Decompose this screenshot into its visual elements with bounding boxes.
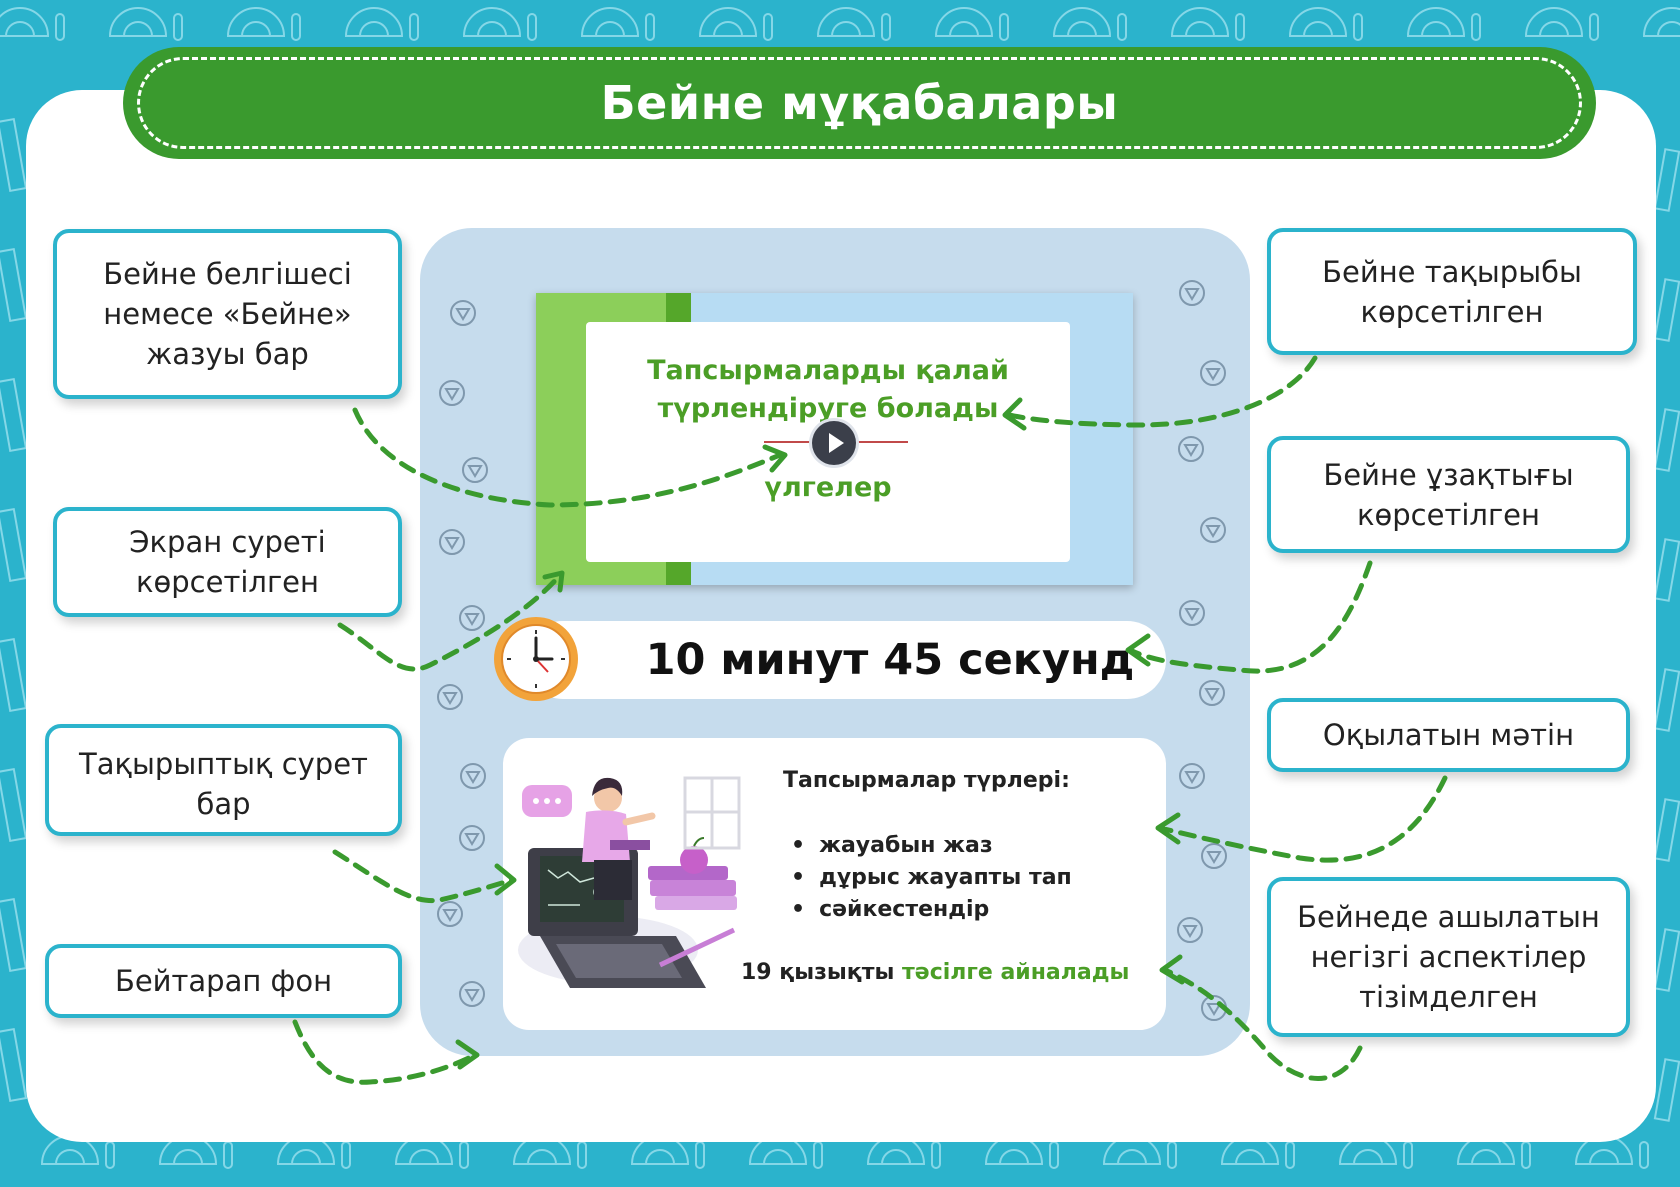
play-outline-triangle [1206, 1003, 1222, 1016]
play-outline-triangle [442, 909, 458, 922]
play-outline-triangle [464, 613, 480, 626]
play-outline-icon [1200, 360, 1226, 386]
play-outline-icon [439, 529, 465, 555]
arrow-readable-text [1157, 775, 1448, 863]
play-outline-triangle [464, 989, 480, 1002]
play-outline-triangle [465, 771, 481, 784]
label-thematic-image: Тақырыптық сурет бар [45, 724, 402, 836]
play-outline-icon [459, 605, 485, 631]
duration-text: 10 минут 45 секунд [645, 635, 1135, 685]
list-item: сәйкестендір [791, 894, 1072, 926]
play-outline-icon [1200, 517, 1226, 543]
play-outline-triangle [455, 308, 471, 321]
preview-title: Тапсырмаларды қалай түрлендіруге болады [647, 355, 1009, 424]
preview-subtitle: үлгелер [764, 472, 892, 503]
title-banner-dashed-border: Бейне мұқабалары [137, 57, 1582, 149]
page-title: Бейне мұқабалары [600, 76, 1119, 130]
play-outline-triangle [1184, 608, 1200, 621]
arrow-video-duration [1127, 560, 1373, 674]
arrow-neutral-background [292, 1019, 478, 1085]
list-item: дұрыс жауапты тап [791, 862, 1072, 894]
play-outline-icon [437, 901, 463, 927]
label-video-duration: Бейне ұзақтығы көрсетілген [1267, 436, 1630, 553]
play-outline-icon [439, 380, 465, 406]
label-screenshot: Экран суреті көрсетілген [53, 507, 402, 617]
play-outline-triangle [467, 465, 483, 478]
play-outline-icon [437, 684, 463, 710]
play-outline-triangle [464, 833, 480, 846]
play-outline-icon [1177, 917, 1203, 943]
arrow-key-aspects [1162, 967, 1363, 1081]
play-outline-icon [450, 300, 476, 326]
play-outline-triangle [1205, 368, 1221, 381]
play-outline-triangle [444, 388, 460, 401]
arrow-video-topic [1007, 355, 1318, 428]
title-banner: Бейне мұқабалары [123, 47, 1596, 159]
content-footer: 19 қызықты тәсілге айналады [741, 960, 1130, 985]
play-outline-triangle [1206, 851, 1222, 864]
play-outline-icon [1179, 600, 1205, 626]
label-neutral-background: Бейтарап фон [45, 944, 402, 1018]
label-key-aspects: Бейнеде ашылатын негізгі аспектілер тізі… [1267, 877, 1630, 1037]
play-outline-triangle [1184, 771, 1200, 784]
play-outline-triangle [1183, 444, 1199, 457]
play-outline-icon [1178, 436, 1204, 462]
play-outline-icon [462, 457, 488, 483]
play-icon[interactable] [812, 421, 856, 465]
play-outline-triangle [444, 537, 460, 550]
arrow-thematic-image [332, 849, 515, 904]
play-outline-icon [460, 763, 486, 789]
play-outline-triangle [1184, 288, 1200, 301]
play-outline-icon [459, 825, 485, 851]
play-outline-triangle [442, 692, 458, 705]
play-outline-icon [1201, 843, 1227, 869]
play-outline-icon [1179, 280, 1205, 306]
label-video-topic: Бейне тақырыбы көрсетілген [1267, 228, 1637, 355]
list-item: жауабын жаз [791, 830, 1072, 862]
duration-bar: 10 минут 45 секунд [524, 621, 1166, 699]
play-outline-icon [1179, 763, 1205, 789]
content-heading: Тапсырмалар түрлері: [783, 768, 1070, 793]
label-readable-text: Оқылатын мәтін [1267, 698, 1630, 772]
task-types-list: жауабын жаз дұрыс жауапты тап сәйкестенд… [791, 830, 1072, 926]
preview-slide: Тапсырмаларды қалай түрлендіруге болады … [586, 322, 1070, 562]
label-video-icon: Бейне белгішесі немесе «Бейне» жазуы бар [53, 229, 402, 399]
play-outline-icon [459, 981, 485, 1007]
arrow-screenshot [337, 572, 563, 672]
play-outline-triangle [1205, 525, 1221, 538]
video-screenshot-preview: Тапсырмаларды қалай түрлендіруге болады … [536, 293, 1133, 585]
footer-highlight: тәсілге айналады [902, 960, 1130, 985]
play-outline-triangle [1204, 688, 1220, 701]
play-outline-icon [1199, 680, 1225, 706]
play-outline-triangle [1182, 925, 1198, 938]
arrow-video-icon [352, 407, 783, 508]
